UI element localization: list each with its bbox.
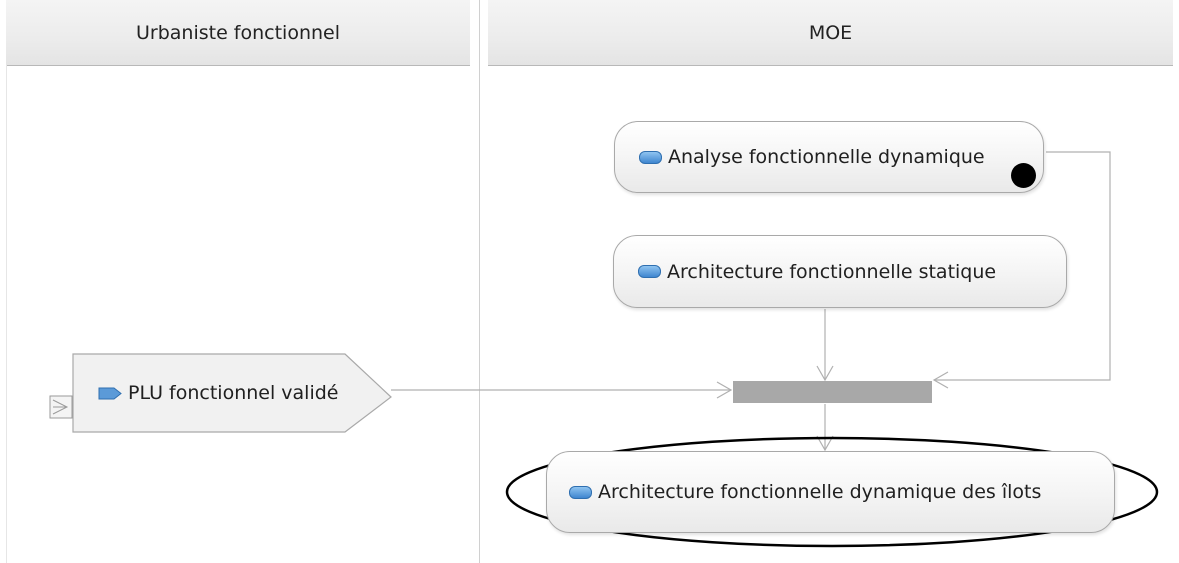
- send-signal-icon: [98, 387, 122, 399]
- swimlane-header-urbaniste[interactable]: Urbaniste fonctionnel: [6, 0, 470, 66]
- join-bar[interactable]: [733, 381, 932, 403]
- action-architecture-fonctionnelle-statique[interactable]: Architecture fonctionnelle statique: [613, 235, 1067, 308]
- arrowhead-statique-fork: [816, 365, 834, 382]
- action-label: Analyse fonctionnelle dynamique: [668, 146, 985, 168]
- arrowhead-analyse-fork: [932, 371, 949, 389]
- input-pin-icon[interactable]: [49, 395, 73, 419]
- action-label: Architecture fonctionnelle dynamique des…: [598, 481, 1042, 503]
- action-icon: [569, 485, 592, 499]
- action-analyse-fonctionnelle-dynamique[interactable]: Analyse fonctionnelle dynamique: [614, 121, 1044, 193]
- swimlane-left-edge: [6, 65, 7, 563]
- action-icon: [639, 150, 662, 164]
- swimlane-divider: [479, 0, 480, 563]
- action-icon: [638, 265, 661, 278]
- output-pin-dot[interactable]: [1011, 163, 1036, 188]
- swimlane-label-moe: MOE: [808, 21, 853, 44]
- action-architecture-fonctionnelle-dynamique-ilots[interactable]: Architecture fonctionnelle dynamique des…: [546, 451, 1115, 533]
- send-signal-label: PLU fonctionnel validé: [128, 382, 339, 404]
- swimlane-label-urbaniste: Urbaniste fonctionnel: [135, 21, 341, 44]
- swimlane-header-moe[interactable]: MOE: [488, 0, 1173, 66]
- arrowhead-fork-ilots: [816, 435, 834, 452]
- arrowhead-signal-fork: [716, 381, 733, 399]
- action-label: Architecture fonctionnelle statique: [667, 260, 997, 283]
- send-signal-plu[interactable]: PLU fonctionnel validé: [98, 372, 338, 414]
